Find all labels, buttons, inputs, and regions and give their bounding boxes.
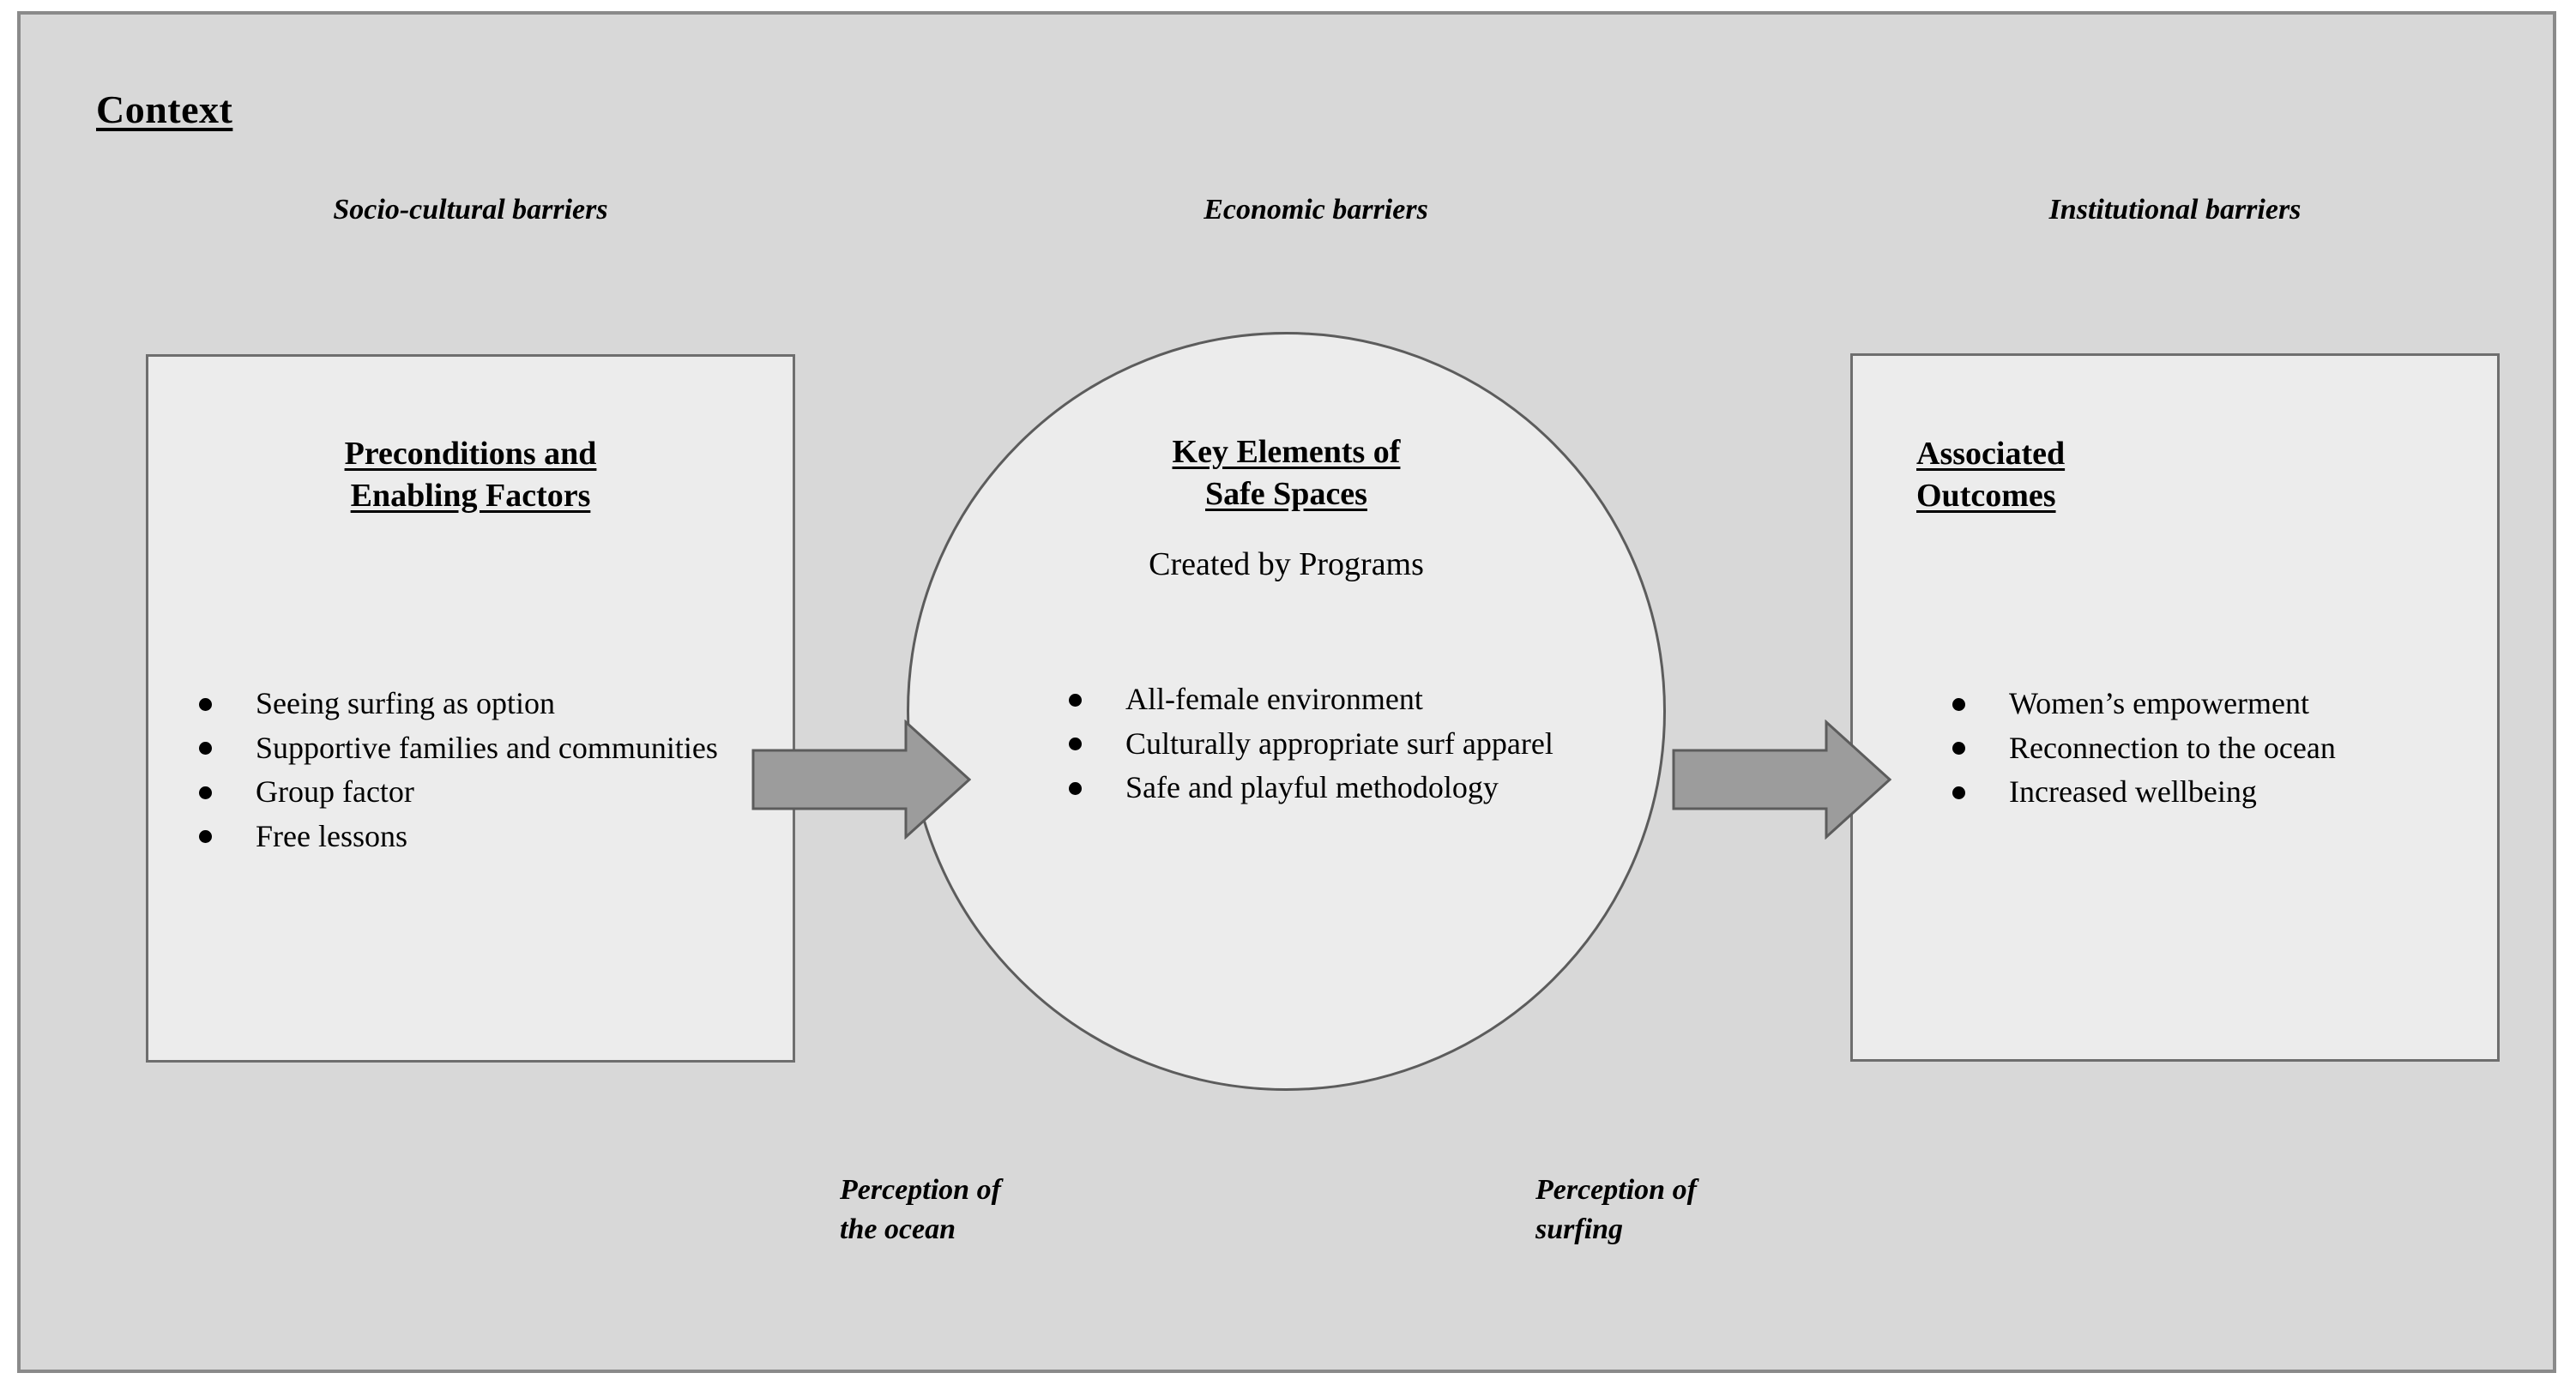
perception-label-surfing: Perception of surfing xyxy=(1535,1171,1697,1249)
safe-spaces-heading-line-1: Key Elements of xyxy=(1172,434,1401,470)
perception-label-ocean-line-2: the ocean xyxy=(840,1213,956,1245)
list-item: All-female environment xyxy=(1059,679,1608,720)
bullet-icon xyxy=(199,786,212,799)
outcomes-heading-line-2: Outcomes xyxy=(1916,477,2056,514)
list-item: Women’s empowerment xyxy=(1942,683,2491,725)
list-item: Free lessons xyxy=(189,816,755,858)
outcomes-heading: Associated Outcomes xyxy=(1916,433,2431,516)
context-title: Context xyxy=(96,87,233,131)
preconditions-heading: Preconditions and Enabling Factors xyxy=(146,433,795,516)
list-item-label: Women’s empowerment xyxy=(2009,686,2310,720)
bullet-icon xyxy=(1952,786,1965,799)
list-item-label: Group factor xyxy=(256,774,414,810)
safe-spaces-heading: Key Elements of Safe Spaces xyxy=(907,431,1666,515)
list-item-label: Safe and playful methodology xyxy=(1125,770,1499,805)
right-arrow-icon-preconditions-to-safe-spaces xyxy=(751,720,971,840)
outcomes-heading-line-1: Associated xyxy=(1916,436,2066,472)
safe-spaces-heading-line-2: Safe Spaces xyxy=(1205,475,1367,512)
list-item: Safe and playful methodology xyxy=(1059,768,1608,809)
bullet-icon xyxy=(199,742,212,756)
list-item-label: Increased wellbeing xyxy=(2009,774,2257,810)
bullet-icon xyxy=(1952,697,1965,711)
bullet-icon xyxy=(1069,738,1082,751)
list-item: Culturally appropriate surf apparel xyxy=(1059,724,1608,765)
list-item: Increased wellbeing xyxy=(1942,772,2491,813)
list-item: Supportive families and communities xyxy=(189,728,755,769)
bullet-icon xyxy=(1069,781,1082,795)
list-item: Seeing surfing as option xyxy=(189,683,755,725)
safe-spaces-subtitle: Created by Programs xyxy=(1149,546,1424,582)
bullet-icon xyxy=(199,697,212,711)
preconditions-heading-line-2: Enabling Factors xyxy=(350,477,591,514)
bullet-icon xyxy=(1952,742,1965,756)
outcomes-bullet-list: Women’s empowerment Reconnection to the … xyxy=(1942,683,2491,816)
list-item-label: Culturally appropriate surf apparel xyxy=(1125,726,1553,761)
right-arrow-icon-safe-spaces-to-outcomes xyxy=(1672,720,1891,840)
barrier-label-institutional: Institutional barriers xyxy=(2048,194,2302,226)
list-item-label: Seeing surfing as option xyxy=(256,686,555,720)
list-item-label: Supportive families and communities xyxy=(256,730,718,765)
list-item-label: Reconnection to the ocean xyxy=(2009,730,2336,765)
preconditions-bullet-list: Seeing surfing as option Supportive fami… xyxy=(189,683,755,860)
barrier-label-socio-cultural: Socio-cultural barriers xyxy=(333,194,608,226)
bullet-icon xyxy=(199,830,212,844)
safe-spaces-bullet-list: All-female environment Culturally approp… xyxy=(1059,679,1608,812)
perception-label-surfing-line-1: Perception of xyxy=(1535,1174,1697,1206)
bullet-icon xyxy=(1069,693,1082,707)
list-item-label: All-female environment xyxy=(1125,682,1423,716)
perception-label-ocean: Perception of the ocean xyxy=(840,1171,1001,1249)
preconditions-heading-line-1: Preconditions and xyxy=(344,436,597,472)
barrier-label-economic: Economic barriers xyxy=(1204,194,1428,226)
perception-label-ocean-line-1: Perception of xyxy=(840,1174,1001,1206)
list-item-label: Free lessons xyxy=(256,818,407,853)
list-item: Group factor xyxy=(189,772,755,813)
preconditions-box xyxy=(146,354,795,1063)
safe-spaces-circle xyxy=(907,332,1666,1091)
perception-label-surfing-line-2: surfing xyxy=(1535,1213,1624,1245)
figure-frame: Context Socio-cultural barriers Economic… xyxy=(17,11,2556,1373)
list-item: Reconnection to the ocean xyxy=(1942,728,2491,769)
